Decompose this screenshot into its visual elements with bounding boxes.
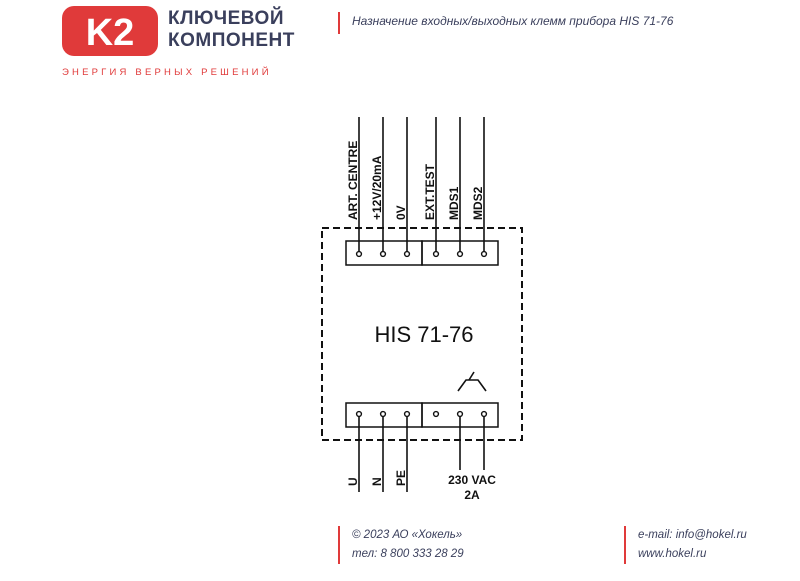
brand-line-2: КОМПОНЕНТ: [168, 30, 295, 51]
terminal-label-n: N: [370, 477, 384, 486]
email-link[interactable]: e-mail: info@hokel.ru: [638, 529, 747, 541]
footer-contacts-left: © 2023 АО «Хокель» тел: 8 800 333 28 29: [352, 526, 464, 564]
terminal-label-mds1: MDS1: [447, 186, 461, 220]
terminal-label-0v: 0V: [394, 205, 408, 220]
footer-divider-left: [338, 526, 340, 564]
terminal-label-ext-test: EXT.TEST: [423, 163, 437, 220]
brand-line-1: КЛЮЧЕВОЙ: [168, 8, 284, 29]
brand-tagline: ЭНЕРГИЯ ВЕРНЫХ РЕШЕНИЙ: [62, 67, 272, 78]
top-wires: [358, 117, 485, 254]
top-terminal-points: [355, 250, 488, 258]
terminal-label-u: U: [346, 477, 360, 486]
terminal-label-art-centre: ART. CENTRE: [346, 141, 360, 220]
brand-name: КЛЮЧЕВОЙ КОМПОНЕНТ: [168, 8, 295, 52]
footer-divider-right: [624, 526, 626, 564]
footer-contacts-right: e-mail: info@hokel.ru www.hokel.ru: [638, 526, 747, 564]
relay-current-label: 2A: [464, 488, 480, 502]
logo-text: K2: [86, 12, 135, 54]
header-divider: [338, 12, 340, 34]
device-name: HIS 71-76: [374, 322, 473, 347]
bottom-wires: [358, 414, 485, 492]
terminal-label-mds2: MDS2: [471, 186, 485, 220]
copyright-text: © 2023 АО «Хокель»: [352, 529, 463, 541]
relay-contact-icon: [457, 371, 487, 392]
bottom-terminal-points: [355, 410, 488, 418]
phone-text: тел: 8 800 333 28 29: [352, 548, 464, 560]
terminal-label-12v: +12V/20mA: [370, 155, 384, 220]
relay-voltage-label: 230 VAC: [448, 473, 496, 487]
device-enclosure: [321, 227, 523, 441]
logo-background: [62, 6, 158, 56]
page-title: Назначение входных/выходных клемм прибор…: [352, 14, 674, 28]
terminal-label-pe: PE: [394, 470, 408, 486]
k2-logo: K2: [62, 6, 158, 56]
website-link[interactable]: www.hokel.ru: [638, 548, 707, 560]
